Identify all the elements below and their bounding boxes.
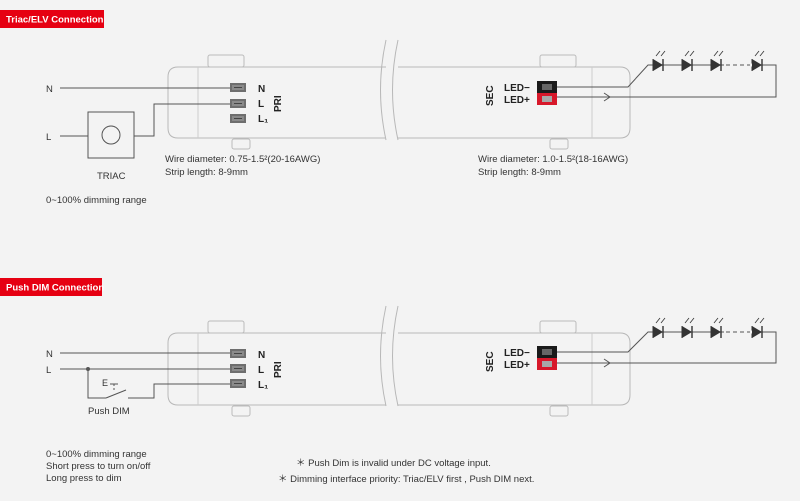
sec-label-led-plus: LED+ <box>504 360 530 371</box>
footnote-push-dim-invalid: ＊ Push Dim is invalid under DC voltage i… <box>296 458 491 469</box>
switch-icon: E <box>87 369 230 399</box>
note-long-press: Long press to dim <box>46 473 122 484</box>
arrow-icon <box>603 92 611 102</box>
input-l-label: L <box>46 132 51 143</box>
sec-wire-diameter: Wire diameter: 1.0-1.5²(18-16AWG) <box>478 154 628 165</box>
pri-strip-length: Strip length: 8-9mm <box>165 167 248 178</box>
svg-text:E: E <box>102 378 108 388</box>
sec-label: SEC <box>485 85 496 106</box>
led-icon <box>652 317 666 339</box>
footnote-priority: ＊ Dimming interface priority: Triac/ELV … <box>278 474 534 485</box>
led-icon <box>652 50 666 72</box>
led-icon <box>710 50 724 72</box>
dimming-range-note: 0~100% dimming range <box>46 195 147 206</box>
pri-label: PRI <box>273 95 284 112</box>
note-short-press: Short press to turn on/off <box>46 461 151 472</box>
led-output-wire <box>557 64 777 98</box>
note-dimming-range: 0~100% dimming range <box>46 449 147 460</box>
arrow-icon <box>603 358 611 368</box>
sec-label: SEC <box>485 351 496 372</box>
driver-case-left <box>167 39 399 150</box>
driver-case-left <box>167 305 399 417</box>
pri-label-n: N <box>258 350 265 361</box>
driver-case-right <box>398 320 631 417</box>
pri-terminal-n <box>229 348 247 359</box>
led-icon <box>681 317 695 339</box>
led-icon <box>681 50 695 72</box>
triac-label: TRIAC <box>97 171 126 182</box>
sec-terminal-block <box>537 346 557 370</box>
pri-label-l1: L₁ <box>258 114 268 125</box>
led-icon <box>710 317 724 339</box>
sec-label-led-plus: LED+ <box>504 95 530 106</box>
section-push-dim: Push DIM Connection N L L₁ PRI N L <box>0 278 777 485</box>
sec-label-led-minus: LED− <box>504 83 530 94</box>
driver-case-right <box>398 54 631 150</box>
pri-label-l: L <box>258 99 264 110</box>
led-string <box>652 317 765 339</box>
triac-device <box>87 111 135 159</box>
push-dim-label: Push DIM <box>88 406 130 417</box>
pri-label: PRI <box>273 361 284 378</box>
sec-label-led-minus: LED− <box>504 348 530 359</box>
section-header-bg <box>0 278 102 296</box>
sec-strip-length: Strip length: 8-9mm <box>478 167 561 178</box>
section-header-bg <box>0 10 104 28</box>
wire-triac-out <box>134 103 230 137</box>
knob-icon <box>101 125 121 145</box>
pri-terminal-l1 <box>229 113 247 124</box>
input-n-label: N <box>46 349 53 360</box>
pri-terminal-l <box>229 98 247 109</box>
section-header-title: Push DIM Connection <box>6 283 104 294</box>
pri-wire-diameter: Wire diameter: 0.75-1.5²(20-16AWG) <box>165 154 320 165</box>
section-triac-elv: Triac/ELV Connection N L L₁ PRI N L <box>0 10 777 206</box>
input-n-label: N <box>46 84 53 95</box>
pri-terminal-l <box>229 363 247 374</box>
section-header-title: Triac/ELV Connection <box>6 15 104 26</box>
led-icon <box>751 50 765 72</box>
pri-label-n: N <box>258 84 265 95</box>
pri-label-l1: L₁ <box>258 380 268 391</box>
led-string <box>652 50 765 72</box>
pri-label-l: L <box>258 365 264 376</box>
led-icon <box>751 317 765 339</box>
input-l-label: L <box>46 365 51 376</box>
pri-terminal-n <box>229 82 247 93</box>
sec-terminal-block <box>537 81 557 105</box>
pri-terminal-l1 <box>229 378 247 389</box>
led-output-wire <box>557 331 777 364</box>
